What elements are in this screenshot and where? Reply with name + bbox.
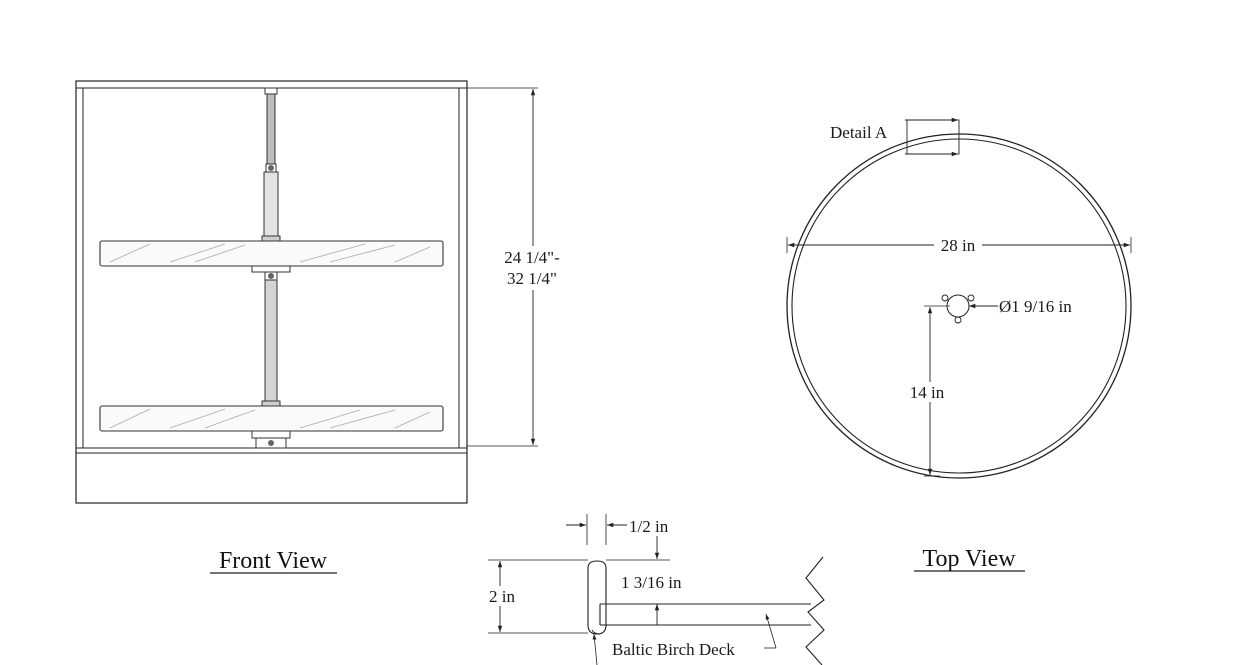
turntable-inner-circle	[791, 138, 1127, 474]
detail-section: 1/2 in 2 in 1 3/16 in	[484, 514, 825, 665]
radius-dimension-label: 14 in	[910, 383, 945, 402]
total-height-label: 2 in	[489, 587, 515, 606]
total-height-dimension: 2 in	[484, 559, 588, 634]
center-pole	[251, 87, 291, 449]
center-hole: Ø1 9/16 in	[941, 294, 1072, 324]
diameter-dimension: 28 in	[786, 235, 1132, 255]
front-view: 24 1/4"- 32 1/4" Front View	[75, 80, 569, 574]
front-view-title: Front View	[219, 548, 328, 574]
top-view-title: Top View	[922, 546, 1016, 572]
hole-dimension-label: Ø1 9/16 in	[999, 297, 1072, 316]
height-dimension-line2: 32 1/4"	[507, 269, 557, 288]
baltic-birch-deck	[599, 556, 825, 665]
turntable-outer-circle	[786, 133, 1132, 479]
radius-dimension: 14 in	[906, 305, 950, 477]
detail-a-callout: Detail A	[830, 117, 960, 157]
deck-height-dimension: 1 3/16 in	[606, 536, 682, 625]
top-view: Detail A 28 in Ø1 9/16 in 14 in	[786, 117, 1132, 572]
lip-width-label: 1/2 in	[629, 517, 669, 536]
lower-shelf	[99, 405, 444, 432]
upper-shelf	[99, 240, 444, 267]
height-dimension: 24 1/4"- 32 1/4"	[467, 87, 569, 447]
rim-profile	[587, 560, 607, 635]
deck-material-label: Baltic Birch Deck	[612, 640, 735, 659]
lip-width-dimension: 1/2 in	[566, 514, 669, 545]
deck-height-label: 1 3/16 in	[621, 573, 682, 592]
deck-material-callout: Baltic Birch Deck	[592, 613, 777, 665]
diameter-dimension-label: 28 in	[941, 236, 976, 255]
detail-a-label: Detail A	[830, 123, 888, 142]
cabinet-frame	[75, 80, 468, 504]
height-dimension-line1: 24 1/4"-	[504, 248, 560, 267]
